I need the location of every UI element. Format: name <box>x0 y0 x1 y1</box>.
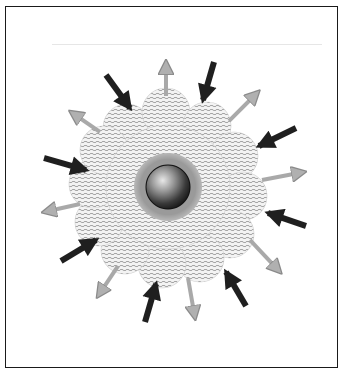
light-arrow-icon <box>44 204 80 212</box>
dark-arrow-icon <box>145 284 156 322</box>
dark-arrow-icon <box>61 240 96 261</box>
dark-arrow-icon <box>268 213 306 226</box>
light-arrow-icon <box>188 278 195 318</box>
dark-arrow-icon <box>259 128 296 146</box>
light-arrow-icon <box>250 240 280 272</box>
sphere-icon <box>146 165 190 209</box>
dark-arrow-icon <box>106 75 130 108</box>
light-arrow-icon <box>71 112 100 132</box>
light-arrow-icon <box>262 172 304 180</box>
dark-arrow-icon <box>203 62 214 100</box>
light-arrow-icon <box>229 92 258 121</box>
light-arrow-icon <box>98 266 118 296</box>
dark-arrow-icon <box>226 272 246 306</box>
